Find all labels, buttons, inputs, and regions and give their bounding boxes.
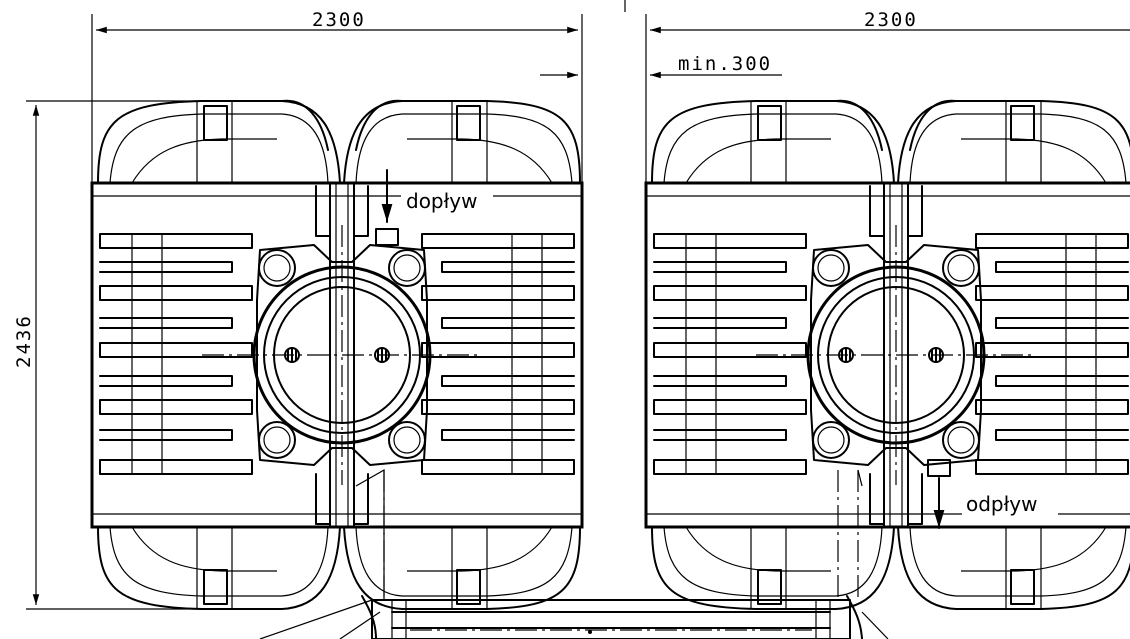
dimension-spacing-value: min.300 [678,53,772,75]
dimension-width-right-value: 2300 [864,9,918,31]
connecting-pipe [259,468,889,639]
dimension-width-left-value: 2300 [312,9,366,31]
inflow-label: dopływ [406,189,478,213]
dimension-height-value: 2436 [13,314,35,368]
dimension-height [26,100,208,610]
outflow-arrow-icon [927,459,951,529]
left-tank [90,99,584,611]
dimension-spacing [540,0,782,79]
right-tank [644,99,1130,611]
dimension-width-left [91,14,583,183]
dimension-width-right [645,14,1130,183]
outflow-label: odpływ [966,492,1038,516]
inflow-arrow-icon [375,169,399,246]
